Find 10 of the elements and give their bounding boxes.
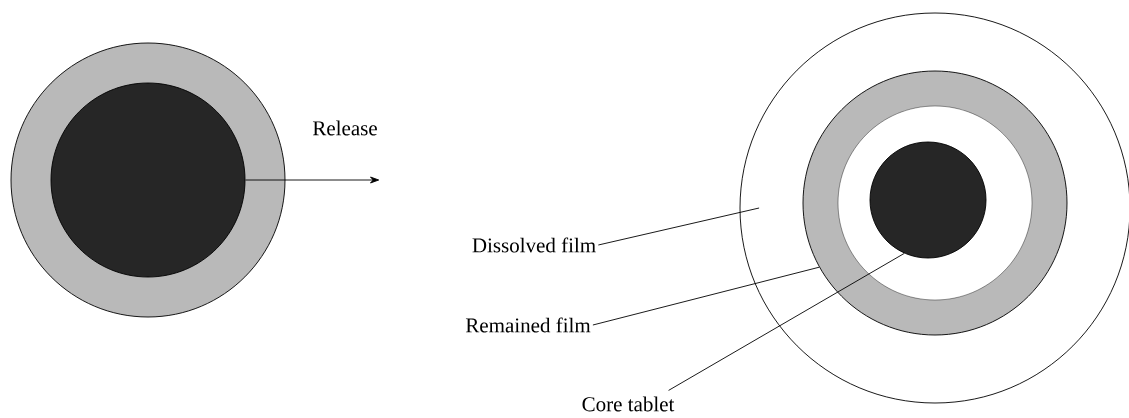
leader-line — [592, 266, 820, 326]
callout-text: Remained film — [465, 317, 591, 333]
arrow — [245, 176, 380, 184]
edge-label: Release — [312, 120, 377, 136]
core-circle — [869, 141, 987, 259]
core-circle — [50, 82, 246, 278]
leader-line — [597, 207, 760, 246]
callout-text: Core tablet — [582, 396, 675, 412]
leader-line — [668, 252, 905, 391]
callout-text: Dissolved film — [472, 237, 596, 253]
